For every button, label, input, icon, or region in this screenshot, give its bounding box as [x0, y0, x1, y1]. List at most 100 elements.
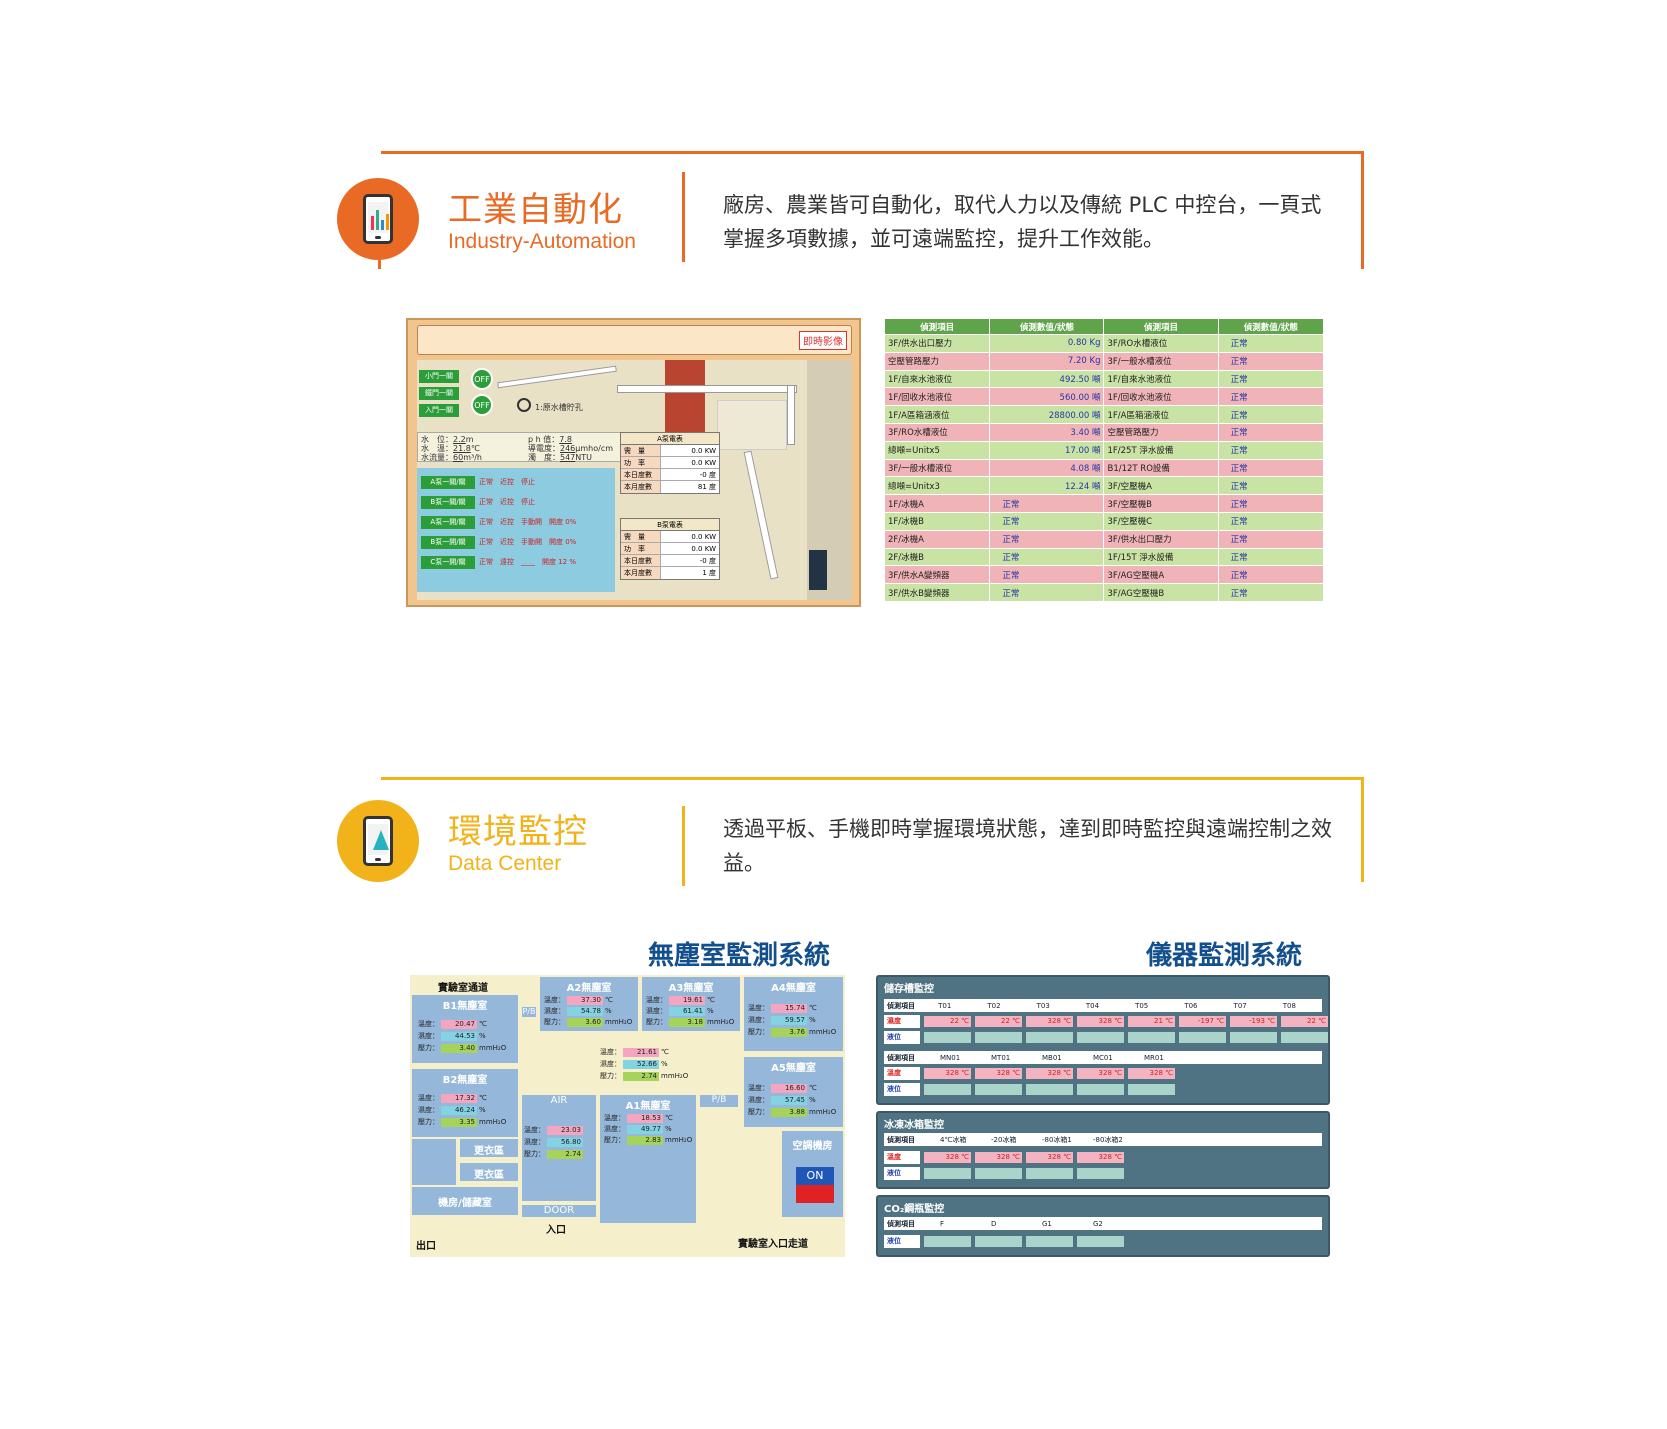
- pump-row-5[interactable]: C泵一開/關正常 遠控 ____ 開度 12 %: [421, 556, 576, 569]
- ac-on-button[interactable]: ON: [796, 1167, 834, 1185]
- value-cell: 328 ℃: [1077, 1016, 1124, 1027]
- row-status-2: 正常: [1217, 583, 1325, 602]
- value-cell: [1077, 1084, 1124, 1095]
- ac-room: 空調機房 ON: [780, 1129, 845, 1219]
- section1-icon-circle: [337, 178, 419, 260]
- header-col: T05: [1135, 1001, 1149, 1010]
- air-area: AIR 溫度：23.03 濕度：56.80 壓力：2.74: [520, 1093, 598, 1203]
- pump-row-3[interactable]: A泵一開/關正常 近控 手動開 開度 0%: [421, 516, 576, 529]
- gate-3[interactable]: 入門一關: [419, 404, 459, 417]
- value-cell: 328 ℃: [924, 1152, 971, 1163]
- live-video-stamp[interactable]: 即時影像: [799, 331, 847, 350]
- value-cell: [1230, 1032, 1277, 1043]
- row-status-2: 正常: [1217, 458, 1325, 478]
- door[interactable]: DOOR: [520, 1203, 598, 1219]
- value-cell: [1026, 1168, 1073, 1179]
- row-status-2: 正常: [1217, 547, 1325, 567]
- row-key: 液位: [884, 1083, 920, 1096]
- row-value: 0.80 Kg: [989, 334, 1105, 353]
- pump-row-2[interactable]: B泵一關/關正常 近控 停止: [421, 496, 535, 509]
- value-cell: 21 ℃: [1128, 1016, 1175, 1027]
- instrument-title: 儀器監測系統: [1146, 941, 1303, 971]
- row-item-2: 1F/A區箱涵液位: [1103, 405, 1219, 424]
- row-item-2: 1F/15T 淨水設備: [1103, 547, 1219, 567]
- row-status-2: 正常: [1217, 422, 1325, 442]
- value-cell: [1128, 1032, 1175, 1043]
- row-item: 1F/A區箱涵液位: [883, 405, 991, 424]
- value-cell: [924, 1032, 971, 1043]
- row-status-2: 正常: [1217, 351, 1325, 371]
- gate-1[interactable]: 小門一關: [419, 370, 459, 383]
- row-value: 17.00 噸: [989, 440, 1105, 460]
- value-cell: 328 ℃: [1077, 1068, 1124, 1079]
- pump-status-panel: A泵一關/關正常 近控 停止 B泵一關/關正常 近控 停止 A泵一開/關正常 近…: [417, 468, 615, 592]
- col-item-2: 偵測項目: [1103, 318, 1219, 335]
- header-col: MN01: [940, 1053, 961, 1062]
- row-status-2: 正常: [1217, 565, 1325, 585]
- off-switch-1[interactable]: OFF: [471, 368, 493, 390]
- row-item: 總噸=Unitx5: [883, 440, 991, 460]
- row-value: 4.08 噸: [989, 458, 1105, 478]
- header-col: T08: [1282, 1001, 1296, 1010]
- cleanroom-title: 無塵室監測系統: [648, 941, 831, 971]
- row-key: 液位: [884, 1167, 920, 1180]
- machine-room-bottom: 機房/儲藏室: [410, 1185, 520, 1217]
- plant-map: 小門一關 鐵門一關 入門一關 OFF OFF 1:原水槽貯孔 水 位：2.2m …: [417, 360, 852, 600]
- pump-row-1[interactable]: A泵一關/關正常 近控 停止: [421, 476, 535, 489]
- pump-row-4[interactable]: B泵一開/關正常 近控 手動開 開度 0%: [421, 536, 576, 549]
- row-item: 3F/供水B變頻器: [883, 583, 991, 602]
- header-col: -20冰箱: [991, 1135, 1017, 1144]
- header-col: T07: [1233, 1001, 1247, 1010]
- value-cell: 328 ℃: [1026, 1152, 1073, 1163]
- header-col: T06: [1184, 1001, 1198, 1010]
- tank-label: 1:原水槽貯孔: [535, 403, 583, 412]
- row-key: 溫度: [884, 1067, 920, 1080]
- header-col: T03: [1036, 1001, 1050, 1010]
- row-value: 28800.00 噸: [989, 405, 1105, 424]
- row-item: 2F/冰機A: [883, 529, 991, 549]
- row-value: 492.50 噸: [989, 369, 1105, 389]
- header-col: -80冰箱1: [1042, 1135, 1072, 1144]
- value-cell: [924, 1236, 971, 1247]
- row-status-2: 正常: [1217, 334, 1325, 353]
- header-col: D: [991, 1219, 997, 1228]
- panel-data-row: 液位: [884, 1167, 1124, 1180]
- change-room-1: 更衣區: [458, 1137, 520, 1159]
- row-item-2: 3F/空壓機C: [1103, 511, 1219, 531]
- value-cell: [924, 1084, 971, 1095]
- value-cell: 328 ℃: [975, 1068, 1022, 1079]
- row-item-2: B1/12T RO設備: [1103, 458, 1219, 478]
- header-col: T01: [938, 1001, 952, 1010]
- header-col: 4℃冰箱: [940, 1135, 967, 1144]
- ac-off-button[interactable]: [796, 1185, 834, 1203]
- row-value: 12.24 噸: [989, 476, 1105, 496]
- row-key: 溫度: [884, 1151, 920, 1164]
- change-room-2: 更衣區: [458, 1161, 520, 1183]
- value-cell: [975, 1236, 1022, 1247]
- row-item: 1F/回收水池液位: [883, 387, 991, 407]
- header-label: 偵測項目: [887, 1135, 915, 1144]
- off-switch-2[interactable]: OFF: [471, 394, 493, 416]
- row-status-2: 正常: [1217, 440, 1325, 460]
- lab-entry-label: 實驗室入口走道: [738, 1239, 808, 1250]
- gate-2[interactable]: 鐵門一關: [419, 387, 459, 400]
- value-cell: 328 ℃: [1026, 1016, 1073, 1027]
